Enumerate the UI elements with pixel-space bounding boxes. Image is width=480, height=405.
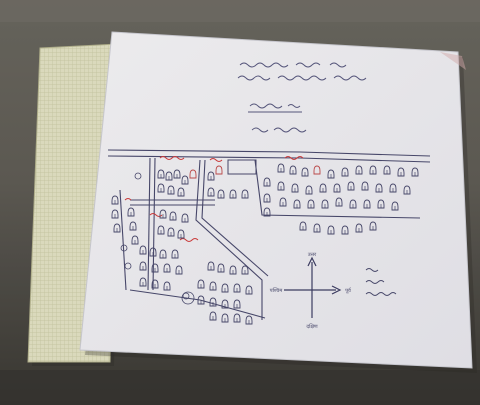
compass-south-label: दक्षिण	[306, 323, 318, 330]
map-paper	[79, 31, 477, 373]
map-building-rect	[227, 159, 257, 175]
map-roads	[107, 149, 431, 320]
compass-west-label: पश्चिम	[270, 287, 283, 294]
map-header-text	[237, 62, 367, 133]
map-legend-scribble	[365, 268, 397, 296]
compass-east-label: पूर्व	[345, 287, 352, 294]
map-trees	[120, 172, 195, 305]
compass-north-label: उत्तर	[308, 252, 317, 258]
compass-rose	[284, 256, 342, 318]
